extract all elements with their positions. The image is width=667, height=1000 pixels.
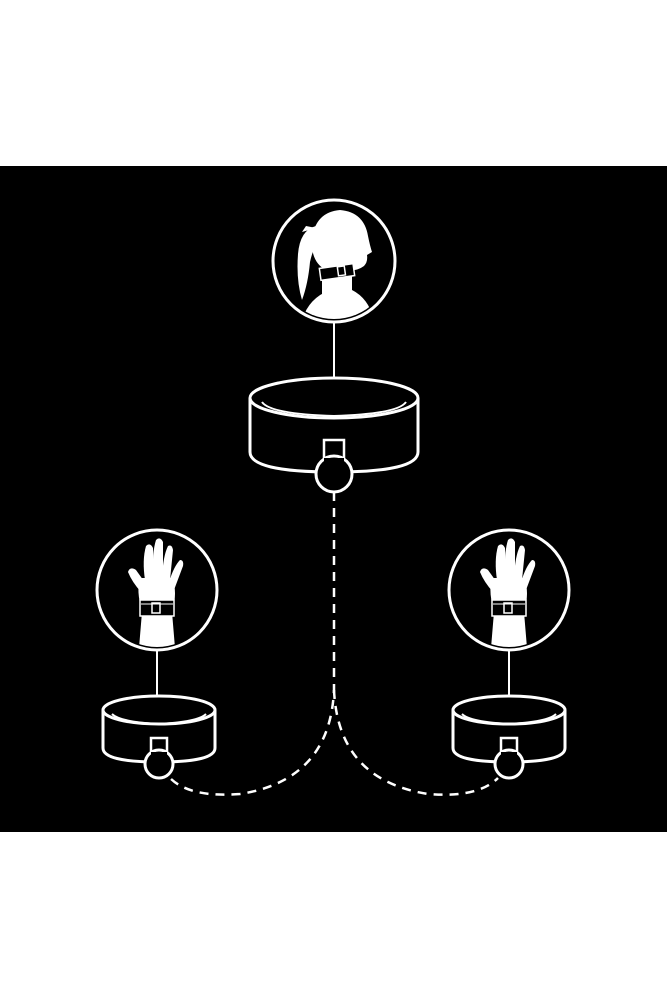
chain-to-left-wrist (169, 492, 336, 796)
right-wrist-node (447, 528, 571, 780)
neck-node (248, 198, 420, 494)
left-wrist-cuff (101, 694, 217, 780)
chain-connections (169, 492, 499, 796)
right-wrist-cuff (451, 694, 567, 780)
head-with-collar-icon (271, 198, 397, 324)
hand-with-wrist-cuff-icon (447, 528, 571, 652)
collar-cuff (248, 376, 420, 494)
hand-with-wrist-cuff-icon (95, 528, 219, 652)
left-wrist-node (95, 528, 219, 780)
